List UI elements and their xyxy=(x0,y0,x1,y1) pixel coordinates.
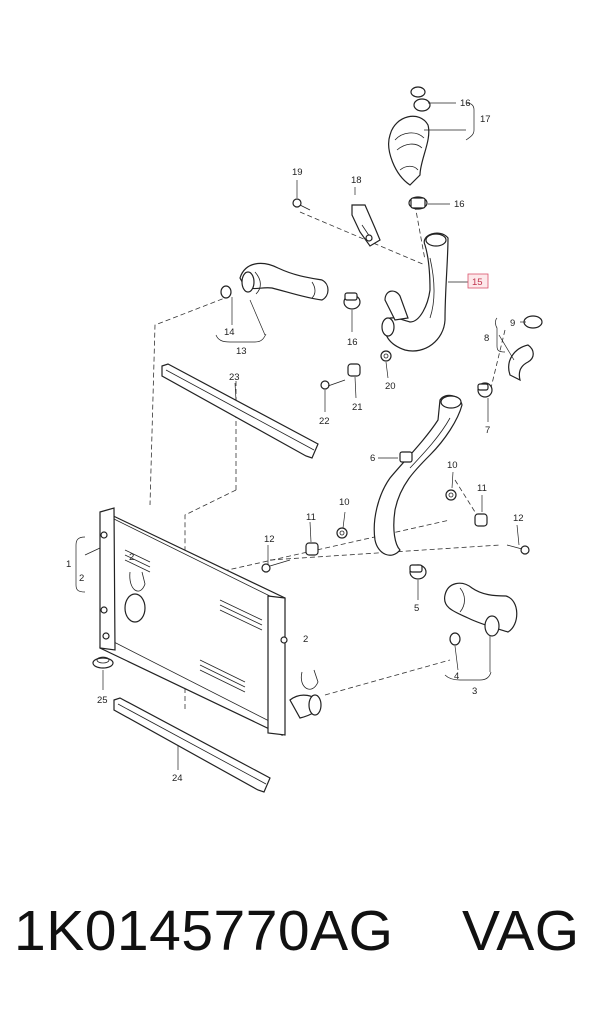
pressure-sensor-18 xyxy=(351,204,381,247)
callout-12-right: 12 xyxy=(513,513,524,524)
grommet-25 xyxy=(92,656,114,669)
callout-labels: 16 17 16 18 19 15 14 13 16 20 21 22 9 8 … xyxy=(66,98,524,784)
callout-2-right: 2 xyxy=(303,634,308,645)
callout-19: 19 xyxy=(292,167,303,178)
pipe-6 xyxy=(373,394,463,556)
footer: 1K0145770AG VAG xyxy=(0,890,600,990)
small-hose-8 xyxy=(508,315,543,382)
highlight-box-15 xyxy=(467,273,489,289)
charge-pipe-15 xyxy=(381,232,449,352)
callout-13: 13 xyxy=(236,346,247,357)
charge-air-cooler-1 xyxy=(99,507,322,736)
clamp-7 xyxy=(477,382,493,398)
callout-17: 17 xyxy=(480,114,491,125)
fasteners-left xyxy=(261,527,348,573)
spring-clips-2 xyxy=(129,571,319,690)
callout-24: 24 xyxy=(172,773,183,784)
leader-lines xyxy=(75,102,526,770)
callout-14: 14 xyxy=(224,327,235,338)
seal-strip-23 xyxy=(161,363,319,459)
callout-10-left: 10 xyxy=(339,497,350,508)
brand-label: VAG xyxy=(462,899,580,963)
seal-strip-24 xyxy=(113,697,271,793)
callout-23: 23 xyxy=(229,372,240,383)
callout-2-left: 2 xyxy=(79,573,84,584)
callout-16-low: 16 xyxy=(347,337,358,348)
exploded-parts-diagram: 16 17 16 18 19 15 14 13 16 20 21 22 9 8 … xyxy=(66,86,543,793)
fasteners-right xyxy=(445,489,530,555)
callout-10-right: 10 xyxy=(447,460,458,471)
callout-5: 5 xyxy=(414,603,419,614)
bolt-19 xyxy=(292,198,311,211)
callout-25: 25 xyxy=(97,695,108,706)
callout-12-left: 12 xyxy=(264,534,275,545)
callout-22: 22 xyxy=(319,416,330,427)
callout-15: 15 xyxy=(472,277,483,288)
part-number: 1K0145770AG xyxy=(14,899,394,963)
callout-4: 4 xyxy=(454,671,459,682)
clamp-5 xyxy=(409,564,427,580)
callout-9: 9 xyxy=(510,318,515,329)
callout-8: 8 xyxy=(484,333,489,344)
callout-1: 1 xyxy=(66,559,71,570)
callout-16-top: 16 xyxy=(460,98,471,109)
lower-hose-3 xyxy=(443,582,518,646)
callout-6: 6 xyxy=(370,453,375,464)
callout-11-right: 11 xyxy=(477,483,487,494)
callout-20: 20 xyxy=(385,381,396,392)
intake-hose-13 xyxy=(220,262,329,301)
upper-charge-hose xyxy=(388,86,431,210)
callout-2-clip: 2 xyxy=(129,552,134,563)
callout-18: 18 xyxy=(351,175,362,186)
callout-16-mid: 16 xyxy=(454,199,465,210)
callout-3: 3 xyxy=(472,686,477,697)
callout-7: 7 xyxy=(485,425,490,436)
fasteners-20-21-22 xyxy=(320,350,392,390)
clamp-16-middle xyxy=(343,292,361,310)
callout-11-left: 11 xyxy=(306,512,316,523)
callout-21: 21 xyxy=(352,402,363,413)
